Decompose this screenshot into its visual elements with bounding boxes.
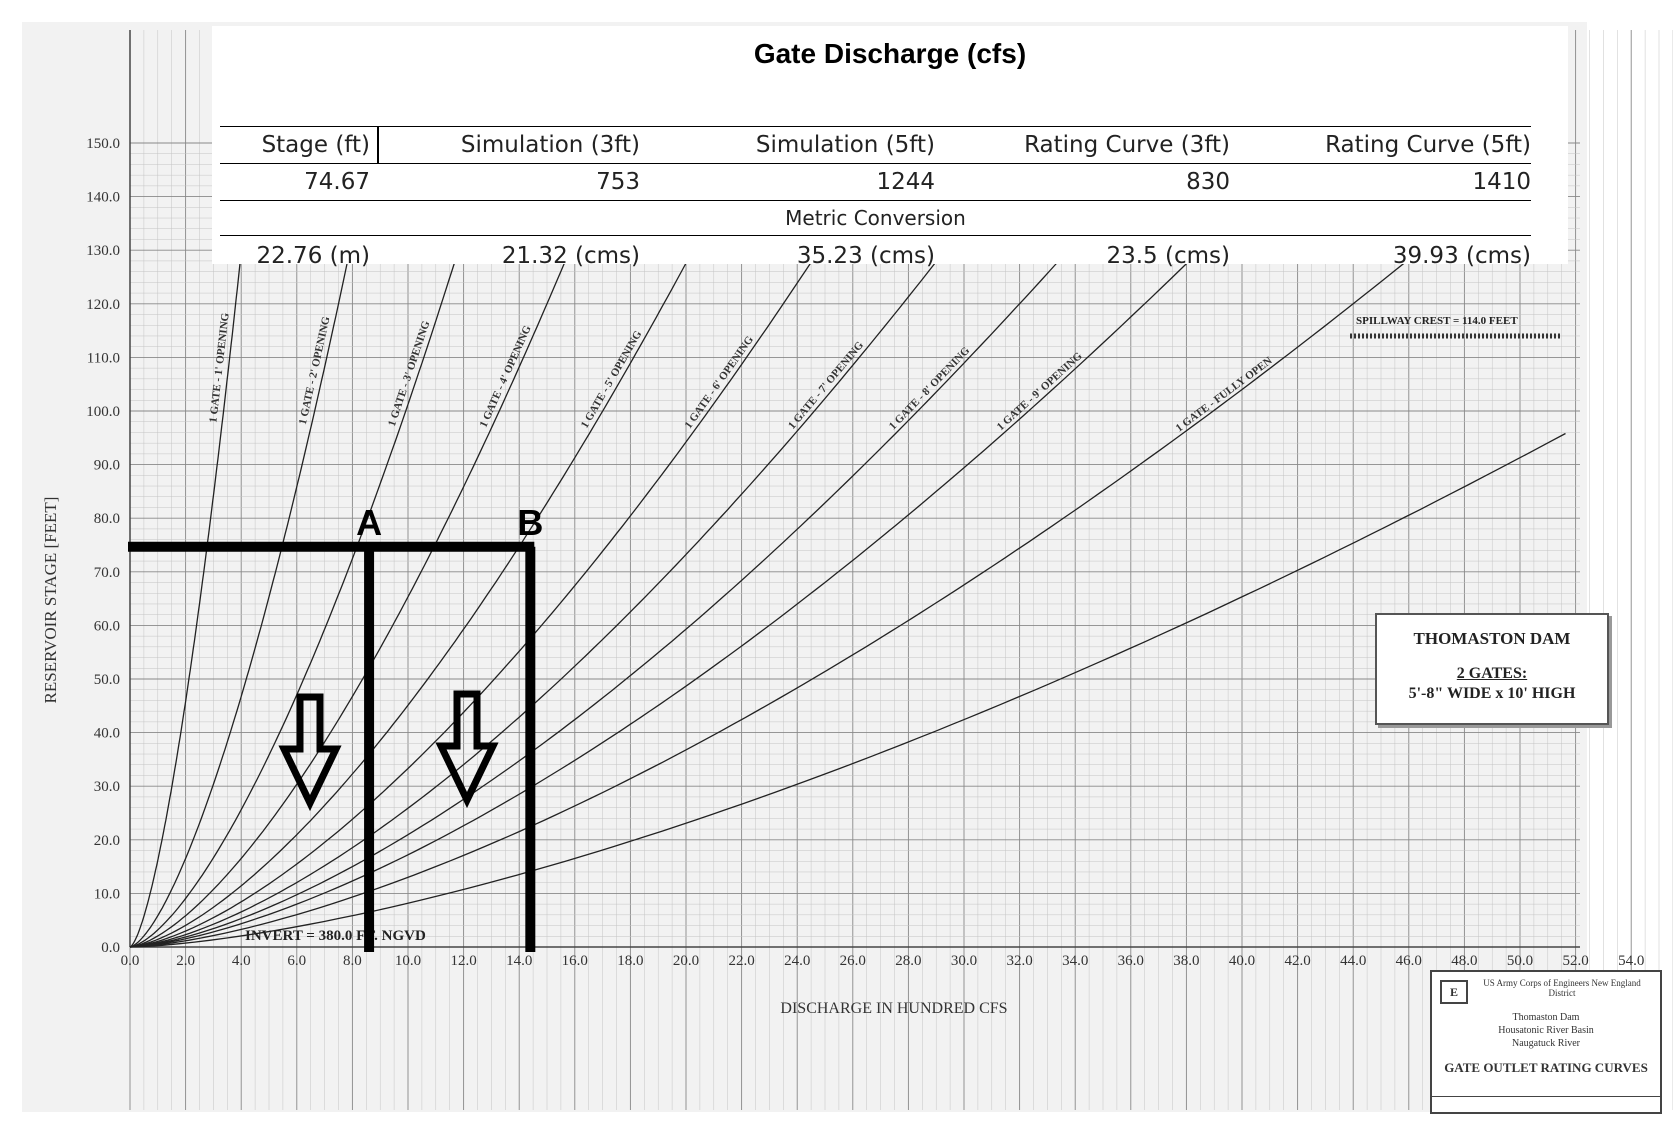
spillway-crest-label: SPILLWAY CREST = 114.0 FEET [1356,315,1518,327]
y-tick-label: 100.0 [86,404,120,420]
y-tick-label: 130.0 [86,243,120,259]
x-tick-label: 48.0 [1451,953,1477,969]
y-tick-label: 30.0 [94,779,120,795]
down-arrow-icon [278,693,342,812]
y-tick-label: 90.0 [94,458,120,474]
rating-curve-line [129,142,1028,948]
header-sim-5ft: Simulation (5ft) [755,132,935,158]
y-tick-label: 20.0 [94,833,120,849]
header-rating-5ft: Rating Curve (5ft) [1325,132,1531,158]
value-stage: 74.67 [304,169,370,195]
x-tick-label: 36.0 [1118,953,1144,969]
value-rating-3ft: 830 [1186,169,1230,195]
annotations: SPILLWAY CREST = 114.0 FEET INVERT = 380.… [128,315,1560,952]
titleblock-title: GATE OUTLET RATING CURVES [1444,1060,1648,1075]
y-tick-label: 140.0 [86,190,120,206]
x-tick-label: 28.0 [895,953,921,969]
x-tick-label: 54.0 [1618,953,1644,969]
point-b-label: B [517,502,543,543]
rating-curve-line [129,142,1308,948]
legend-dims: 5'-8" WIDE x 10' HIGH [1408,685,1576,702]
x-tick-label: 26.0 [840,953,866,969]
rating-curve-line [129,142,889,948]
metric-header-row: Metric Conversion [220,200,1531,236]
x-tick-label: 42.0 [1284,953,1310,969]
y-tick-label: 0.0 [101,940,120,956]
point-a-label: A [356,502,382,543]
rating-curve-line [129,142,1163,948]
x-tick-label: 52.0 [1562,953,1588,969]
x-tick-label: 24.0 [784,953,810,969]
metric-rating-3ft: 23.5 (cms) [1106,243,1230,269]
titleblock-org: US Army Corps of Engineers New England D… [1483,978,1641,998]
x-tick-label: 30.0 [951,953,977,969]
value-sim-3ft: 753 [596,169,640,195]
x-tick-label: 6.0 [287,953,306,969]
x-tick-label: 16.0 [562,953,588,969]
y-tick-label: 120.0 [86,297,120,313]
drawing-title-block: E US Army Corps of Engineers New England… [1430,970,1662,1114]
x-tick-label: 10.0 [395,953,421,969]
y-tick-label: 50.0 [94,672,120,688]
y-tick-label: 70.0 [94,565,120,581]
x-tick-label: 32.0 [1006,953,1032,969]
table-header-row: Stage (ft) Simulation (3ft) Simulation (… [220,126,1531,164]
tick-labels: 0.0 2.0 4.0 6.0 8.0 10.0 12.0 14.0 16.0 18.0 20.0 2… [86,136,1644,969]
x-tick-label: 14.0 [506,953,532,969]
y-tick-label: 80.0 [94,511,120,527]
x-tick-label: 2.0 [176,953,195,969]
value-sim-5ft: 1244 [876,169,935,195]
x-tick-label: 34.0 [1062,953,1088,969]
legend-gates: 2 GATES: [1456,665,1528,682]
titleblock-basin: Housatonic River Basin [1498,1025,1594,1036]
rating-curve-line [129,142,492,948]
header-sim-3ft: Simulation (3ft) [460,132,640,158]
titleblock-river: Naugatuck River [1511,1038,1581,1049]
header-divider [377,127,379,163]
table-values-row: 74.67 753 1244 830 1410 [220,164,1531,200]
down-arrow-icon [435,690,499,809]
legend-title: THOMASTON DAM [1413,629,1571,648]
rating-curve-line [129,142,373,948]
metric-rating-5ft: 39.93 (cms) [1392,243,1531,269]
y-tick-label: 60.0 [94,618,120,634]
x-tick-label: 0.0 [121,953,140,969]
y-tick-label: 40.0 [94,726,120,742]
header-stage: Stage (ft) [261,132,370,158]
value-rating-5ft: 1410 [1472,169,1531,195]
x-tick-label: 50.0 [1507,953,1533,969]
x-tick-label: 18.0 [617,953,643,969]
x-tick-label: 20.0 [673,953,699,969]
x-tick-label: 4.0 [232,953,251,969]
gate-discharge-table: Gate Discharge (cfs) Stage (ft) Simulati… [212,26,1568,269]
x-axis-label: DISCHARGE IN HUNDRED CFS [780,1000,1007,1017]
invert-label: INVERT = 380.0 FT. NGVD [245,928,426,944]
header-rating-3ft: Rating Curve (3ft) [1024,132,1230,158]
metric-values-row: 22.76 (m) 21.32 (cms) 35.23 (cms) 23.5 (… [220,238,1531,274]
x-tick-label: 38.0 [1173,953,1199,969]
y-axis-label: RESERVOIR STAGE [FEET] [41,497,60,704]
metric-sim-5ft: 35.23 (cms) [796,243,935,269]
x-tick-label: 12.0 [450,953,476,969]
table-title: Gate Discharge (cfs) [753,38,1027,69]
y-tick-label: 150.0 [86,136,120,152]
titleblock-footer [1432,1096,1660,1111]
y-tick-label: 110.0 [87,350,120,366]
metric-sim-3ft: 21.32 (cms) [501,243,640,269]
x-tick-label: 46.0 [1396,953,1422,969]
metric-stage: 22.76 (m) [256,243,370,269]
corps-logo: E [1440,980,1468,1004]
rating-curve-line [129,142,254,948]
x-tick-label: 44.0 [1340,953,1366,969]
rating-curve-line [129,142,750,948]
x-tick-label: 8.0 [343,953,362,969]
metric-conversion-label: Metric Conversion [785,206,966,230]
y-tick-label: 10.0 [94,886,120,902]
x-tick-label: 40.0 [1229,953,1255,969]
titleblock-project: Thomaston Dam [1512,1012,1580,1023]
x-tick-label: 22.0 [728,953,754,969]
dam-legend-box: THOMASTON DAM 2 GATES: 5'-8" WIDE x 10' … [1375,613,1609,725]
